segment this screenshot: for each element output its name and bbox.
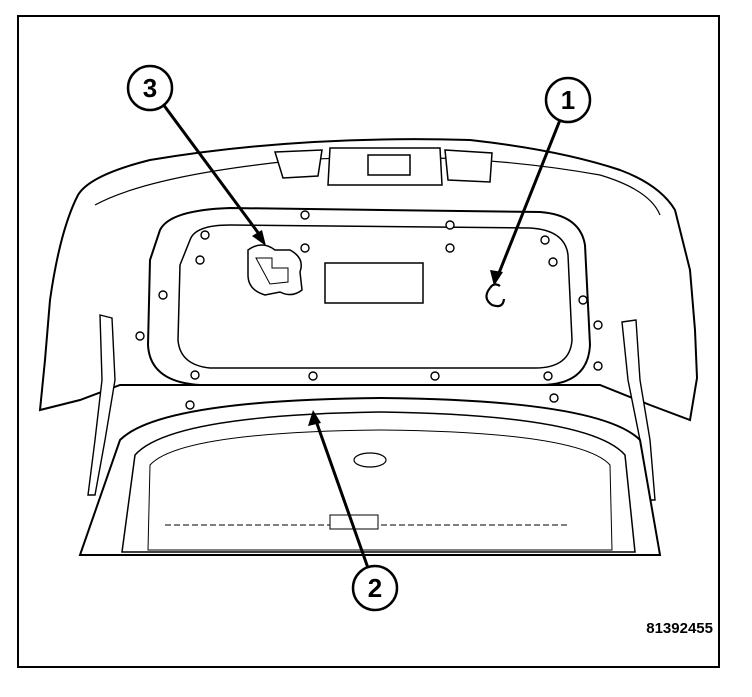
callout-1-label: 1 [561, 85, 575, 115]
push-pin-fastener [195, 255, 205, 265]
top-recess-left [273, 149, 323, 179]
callout-2-arrowhead [308, 410, 321, 426]
retainer-tab [578, 295, 588, 305]
tether-hook [485, 287, 506, 308]
push-pin-fastener [445, 243, 455, 253]
push-pin-fastener [593, 320, 603, 330]
retainer-tab [308, 371, 318, 381]
callout-1-arrowhead [490, 270, 503, 286]
retainer-tab [445, 220, 455, 230]
callout-3-leader [158, 99, 264, 239]
warning-label-panel [324, 262, 424, 304]
retainer-tab [158, 290, 168, 300]
retainer-tab [200, 230, 210, 240]
retainer-tab [300, 210, 310, 220]
push-pin-fastener [135, 331, 145, 341]
push-pin-fastener [185, 400, 195, 410]
push-pin-fastener [593, 361, 603, 371]
retainer-tab [190, 370, 200, 380]
callout-3-label: 3 [143, 73, 157, 103]
callout-1-leader [495, 119, 562, 279]
push-pin-fastener [549, 393, 559, 403]
callout-2-leader [313, 417, 370, 569]
callout-1-circle [544, 76, 592, 124]
push-pin-fastener [300, 243, 310, 253]
release-handle-bracket [247, 244, 303, 296]
latch-badge [367, 154, 411, 176]
callout-3-circle [126, 64, 174, 112]
release-handle-detail [255, 257, 289, 285]
retainer-tab [430, 371, 440, 381]
callout-2-circle [351, 564, 399, 612]
callout-3-arrowhead [252, 230, 266, 246]
hinge-arm-right [621, 319, 656, 501]
trunk-compartment [147, 429, 613, 551]
callout-2-label: 2 [368, 573, 382, 603]
top-recess-right [444, 149, 493, 183]
figure-id: 81392455 [646, 620, 713, 637]
retainer-tab [543, 371, 553, 381]
retainer-tab [540, 235, 550, 245]
hinge-arm-left [87, 314, 116, 496]
striker [353, 452, 387, 468]
push-pin-fastener [548, 257, 558, 267]
